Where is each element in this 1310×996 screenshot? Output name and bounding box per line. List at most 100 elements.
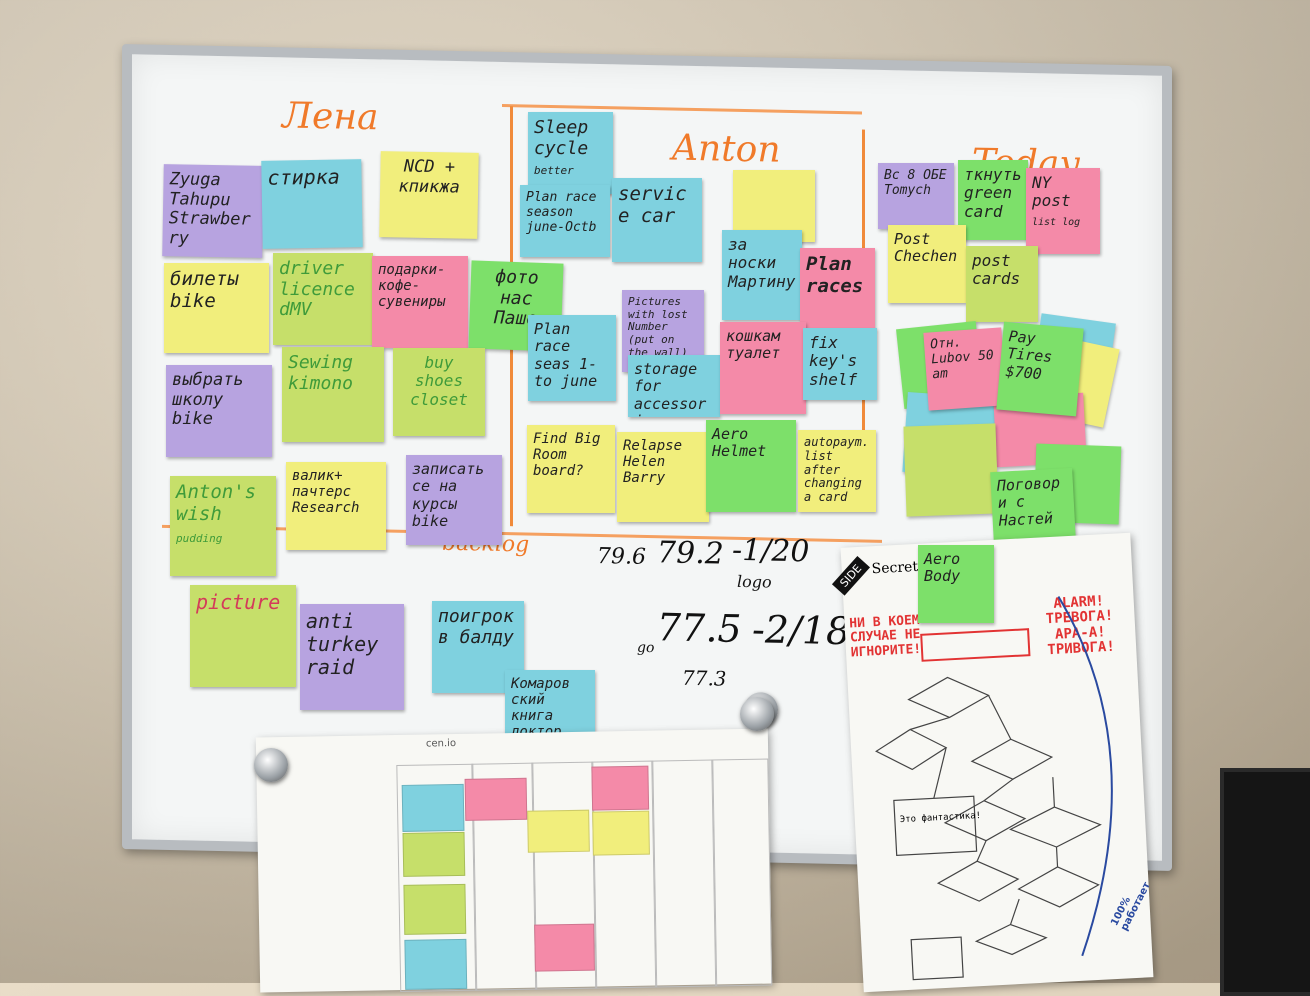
- sticky-note: Find Big Room board?: [527, 425, 615, 513]
- header-anton: Anton: [672, 127, 781, 171]
- flow-diamond: [1017, 866, 1100, 908]
- note-text: Zyuga Tahupu Strawberry: [168, 169, 251, 249]
- flow-diamond: [875, 728, 948, 771]
- note-text: driver licence dMV: [279, 258, 355, 321]
- note-subtext: pudding: [176, 531, 223, 545]
- weight-5: 77.5: [657, 605, 742, 651]
- note-text: за носки Мартину: [728, 235, 796, 291]
- note-text: buy shoes closet: [410, 353, 468, 409]
- note-text: Aero Body: [924, 550, 961, 586]
- note-text: storage for accessories: [634, 360, 707, 417]
- note-text: Поговори с Настей: [996, 473, 1061, 530]
- weight-2: 79.2: [657, 535, 724, 572]
- note-text: service car: [618, 183, 687, 227]
- flowchart-poster: SIDE Secret НИ В КОЕМ СЛУЧАЕ НЕ ИГНОРИТЕ…: [831, 532, 1154, 993]
- note-text: Plan races: [806, 253, 864, 297]
- note-text: Вс 8 ОБЕ Tomych: [884, 168, 947, 198]
- planner-column: [651, 759, 718, 988]
- computer-monitor: [1220, 768, 1310, 996]
- note-text: ткнуть green card: [964, 165, 1022, 221]
- sticky-note: Вс 8 ОБЕ Tomych: [878, 163, 954, 229]
- flow-diamond: [907, 676, 990, 719]
- note-text: стирка: [267, 164, 340, 190]
- sticky-note: записать се на курсы bike: [406, 455, 502, 545]
- sticky-note: storage for accessories: [628, 355, 720, 417]
- note-text: autopaym. list after changing a card: [804, 435, 870, 505]
- note-text: fix key's shelf: [809, 333, 858, 389]
- sticky-note: Plan races: [800, 248, 875, 330]
- mini-note: [534, 923, 595, 972]
- sticky-note: Pay Tires $700: [996, 321, 1084, 417]
- flow-arrow: [1057, 596, 1113, 957]
- note-text: anti turkey raid: [306, 609, 379, 679]
- weight-3: -1/20: [732, 532, 810, 570]
- sticky-note: за носки Мартину: [722, 230, 802, 320]
- note-text: Комаров ский книга доктор: [511, 676, 571, 740]
- sticky-note: NCD + кпикжа: [379, 151, 479, 239]
- mini-note: [464, 777, 528, 821]
- sticky-note: кошкам туалет: [720, 322, 806, 414]
- sticky-note: Aero Helmet: [706, 420, 796, 512]
- sticky-note: picture: [190, 585, 296, 687]
- sticky-note: anti turkey raid: [300, 604, 404, 710]
- flow-box: [893, 795, 978, 857]
- note-text: Sleep cycle: [534, 117, 589, 159]
- sticky-note: [903, 423, 999, 517]
- weekly-planner: cen.io: [255, 728, 773, 993]
- sticky-note: Plan race seas 1-to june: [528, 315, 616, 401]
- note-text: Find Big Room board?: [533, 431, 601, 480]
- sticky-note: Plan race season june-Octb: [520, 185, 610, 257]
- sticky-note: билеты bike: [164, 263, 269, 353]
- sticky-note: Поговори с Настей: [990, 467, 1076, 545]
- sticky-note: ткнуть green card: [958, 160, 1028, 240]
- magnet-2: [254, 748, 288, 782]
- flowchart-svg: [875, 596, 1113, 981]
- sticky-note: buy shoes closet: [393, 348, 485, 436]
- weight-6: -2/18: [752, 607, 851, 654]
- sticky-note: service car: [612, 178, 702, 262]
- planner-title: cen.io: [425, 737, 457, 750]
- sticky-note: валик+ пачтерс Research: [286, 462, 386, 550]
- note-subtext: list log: [1032, 216, 1081, 228]
- sticky-note: driver licence dMV: [273, 253, 373, 345]
- note-text: picture: [196, 590, 281, 614]
- note-text: post cards: [972, 251, 1021, 289]
- flow-diamond: [970, 738, 1054, 780]
- note-text: записать се на курсы bike: [412, 460, 485, 530]
- sticky-note: Sewing kimono: [282, 347, 384, 442]
- note-text: Plan race season june-Octb: [526, 190, 597, 235]
- note-text: Sewing kimono: [288, 352, 354, 394]
- weight-4: logo: [737, 571, 772, 592]
- magnet-3: [740, 697, 774, 731]
- note-text: NCD + кпикжа: [398, 156, 461, 198]
- sticky-note: NY post list log: [1026, 168, 1100, 254]
- note-text: Отн. Lubov 50 am: [929, 335, 995, 383]
- note-text: NY post: [1032, 173, 1071, 211]
- mini-note: [592, 810, 650, 856]
- note-text: Aero Helmet: [712, 425, 767, 461]
- note-subtext: better: [534, 164, 574, 178]
- note-text: Post Chechen: [894, 230, 958, 266]
- sticky-note: Aero Body: [918, 545, 994, 623]
- note-text: Anton's wish: [176, 481, 257, 525]
- mini-note: [591, 765, 650, 811]
- note-text: Plan race seas 1-to june: [534, 320, 598, 390]
- weight-1: 79.6: [597, 543, 646, 570]
- sticky-note: autopaym. list after changing a card: [798, 430, 876, 512]
- weight-8: go: [637, 639, 655, 657]
- note-text: выбрать школу bike: [172, 370, 244, 430]
- note-text: валик+ пачтерс Research: [292, 468, 360, 517]
- flow-diamond: [974, 923, 1048, 956]
- note-text: Pictures with lost Number (put on the wa…: [628, 295, 688, 359]
- note-text: поигрок в балду: [438, 606, 514, 648]
- mini-note: [402, 831, 466, 877]
- note-text: подарки-кофе-сувениры: [378, 262, 446, 311]
- sticky-note: Zyuga Tahupu Strawberry: [162, 164, 264, 258]
- sticky-note: fix key's shelf: [803, 328, 877, 400]
- note-text: билеты bike: [170, 268, 239, 312]
- flow-diamond: [936, 860, 1020, 902]
- sticky-note: post cards: [966, 246, 1038, 322]
- sticky-note: выбрать школу bike: [166, 365, 272, 457]
- sticky-note: стирка: [261, 159, 363, 249]
- mini-note: [404, 938, 468, 990]
